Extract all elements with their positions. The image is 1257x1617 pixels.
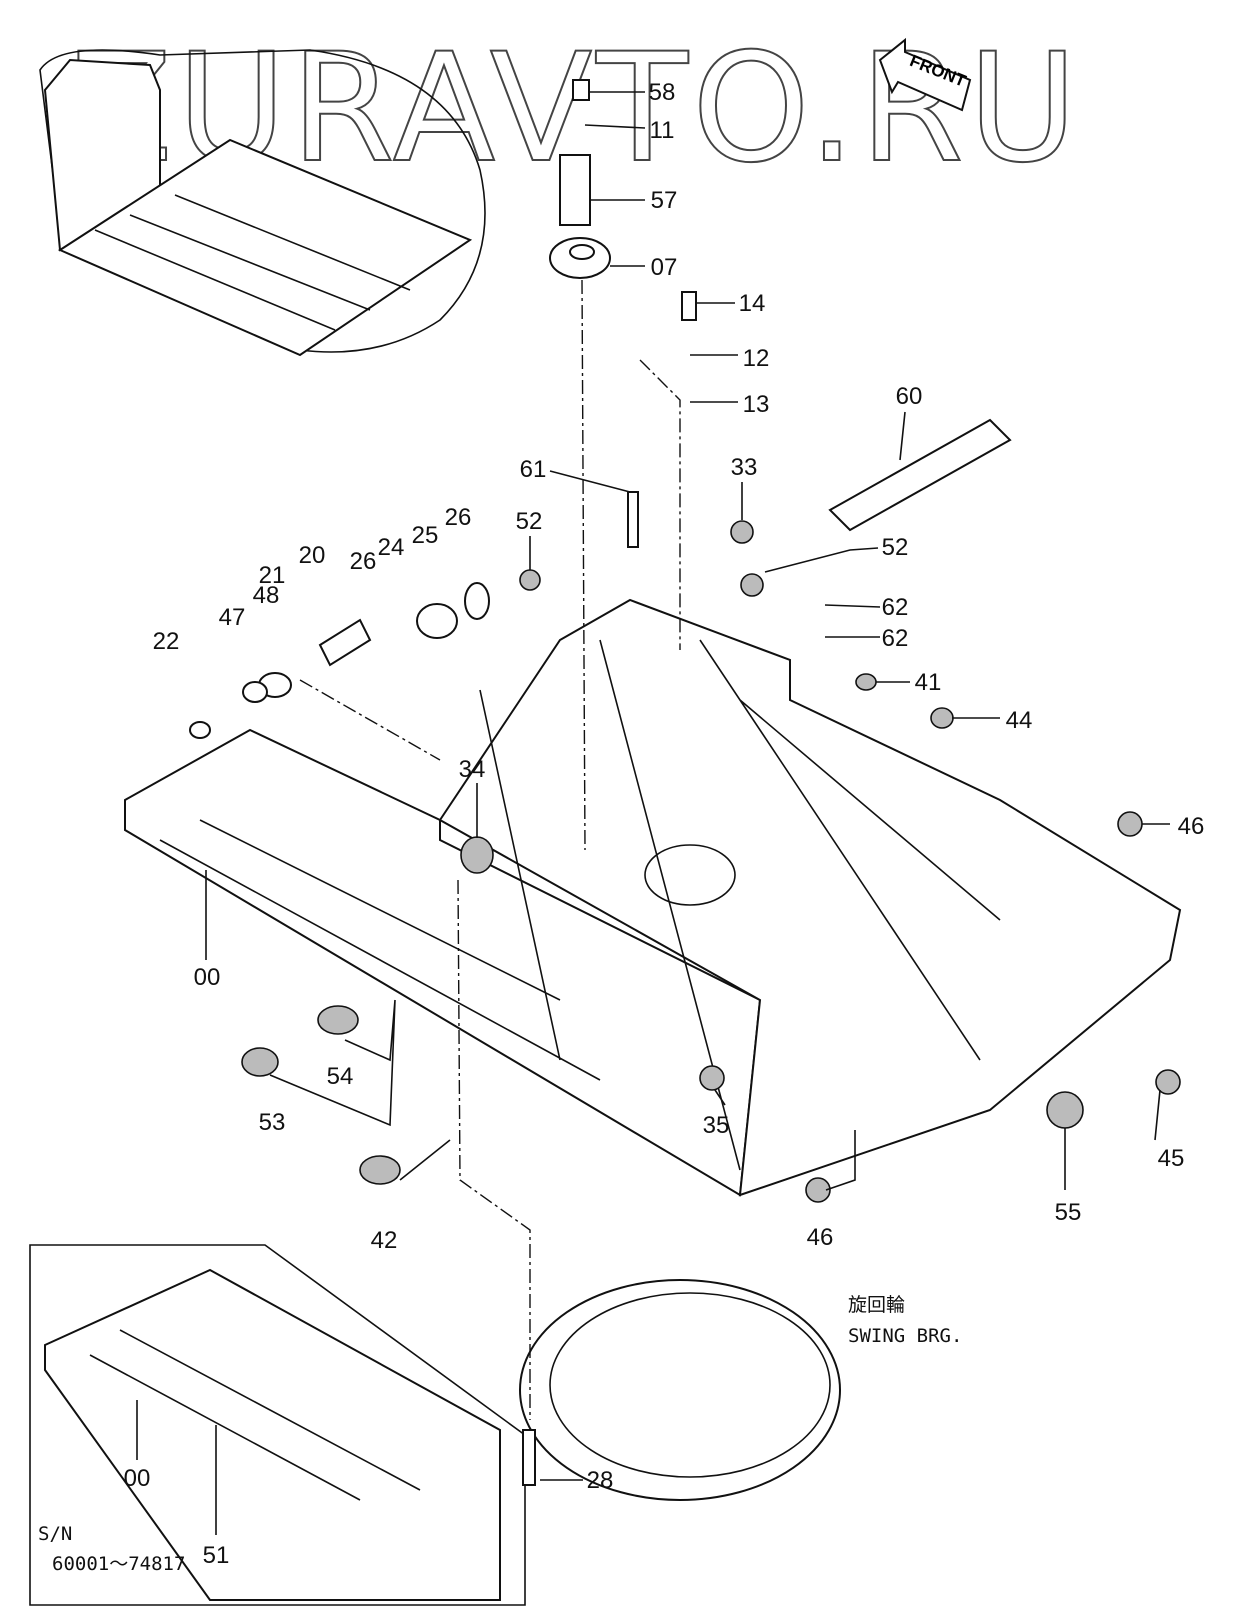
part-label-00: 00 xyxy=(124,1465,151,1492)
part-labels: 58 11 57 07 14 12 13 60 61 33 52 52 62 6… xyxy=(124,79,1205,1569)
serial-number-range: 60001～74817 xyxy=(52,1553,185,1575)
part-label-14: 14 xyxy=(739,290,766,317)
part-label-41: 41 xyxy=(915,669,942,696)
part-label-26: 26 xyxy=(445,504,472,531)
part-label-21: 21 xyxy=(259,562,286,589)
part-label-47: 47 xyxy=(219,604,246,631)
part-label-58: 58 xyxy=(649,79,676,106)
part-label-55: 55 xyxy=(1055,1199,1082,1226)
part-label-25: 25 xyxy=(412,522,439,549)
part-label-34: 34 xyxy=(459,756,486,783)
part-label-13: 13 xyxy=(743,391,770,418)
part-label-12: 12 xyxy=(743,345,770,372)
part-label-07: 07 xyxy=(651,254,678,281)
part-label-62: 62 xyxy=(882,594,909,621)
part-label-62: 62 xyxy=(882,625,909,652)
part-label-46: 46 xyxy=(1178,813,1205,840)
part-label-45: 45 xyxy=(1158,1145,1185,1172)
part-label-52: 52 xyxy=(882,534,909,561)
small-parts xyxy=(189,79,1181,1486)
part-label-11: 11 xyxy=(650,117,675,144)
leader-lines xyxy=(136,91,1170,1535)
part-label-42: 42 xyxy=(371,1227,398,1254)
part-label-20: 20 xyxy=(299,542,326,569)
serial-inset xyxy=(29,1244,526,1606)
part-label-54: 54 xyxy=(327,1063,354,1090)
part-label-22: 22 xyxy=(153,628,180,655)
part-label-60: 60 xyxy=(896,383,923,410)
part-label-61: 61 xyxy=(520,456,547,483)
part-label-33: 33 xyxy=(731,454,758,481)
upper-frame xyxy=(124,598,1182,1197)
part-label-46: 46 xyxy=(807,1224,834,1251)
swing-bearing xyxy=(519,1279,841,1501)
part-label-24: 24 xyxy=(378,534,405,561)
machine-overview-inset xyxy=(39,49,486,357)
swing-bearing-label-jp: 旋回輪 xyxy=(848,1294,905,1316)
part-label-35: 35 xyxy=(703,1112,730,1139)
part-label-53: 53 xyxy=(259,1109,286,1136)
swing-bearing-label-en: SWING BRG. xyxy=(848,1325,962,1347)
serial-number-label: S/N xyxy=(38,1523,72,1545)
part-label-00: 00 xyxy=(194,964,221,991)
part-label-26: 26 xyxy=(350,548,377,575)
part-label-57: 57 xyxy=(651,187,678,214)
part-label-48: 48 xyxy=(253,582,280,609)
part-label-52: 52 xyxy=(516,508,543,535)
part-label-44: 44 xyxy=(1006,707,1033,734)
part-label-51: 51 xyxy=(203,1542,230,1569)
part-label-28: 28 xyxy=(587,1467,614,1494)
